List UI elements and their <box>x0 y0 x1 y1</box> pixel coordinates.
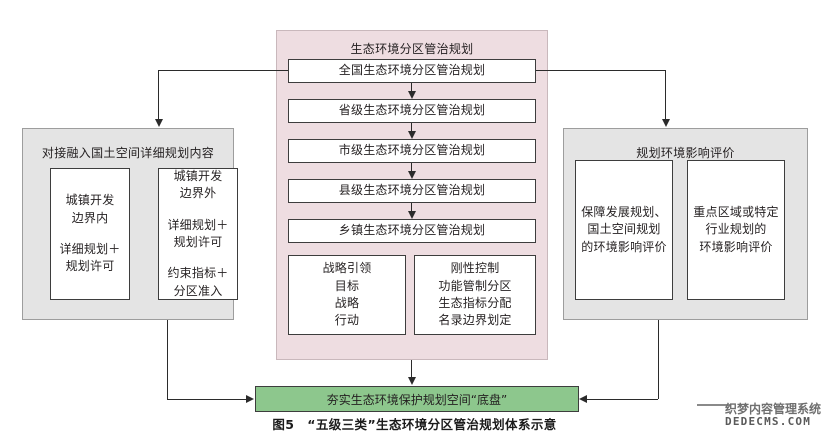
box-line: 边界内 <box>71 210 109 225</box>
category-line: 生态指标分配 <box>438 296 512 310</box>
arrowhead-county-to-township <box>408 211 416 219</box>
category-box-rigid-control[interactable]: 刚性控制 功能管制分区 生态指标分配 名录边界划定 <box>414 255 536 335</box>
level-box-provincial[interactable]: 省级生态环境分区管治规划 <box>288 99 536 123</box>
category-box-strategic-guidance-lines: 战略引领 目标 战略 行动 <box>289 260 405 330</box>
left-box-inside-urban-boundary-lines: 城镇开发 边界内 详细规划＋ 规划许可 <box>51 192 129 276</box>
connector-national-to-right-v <box>665 70 666 120</box>
arrowhead-provincial-to-municipal <box>408 131 416 139</box>
connector-right-to-outcome-v <box>658 320 659 399</box>
box-line: 国土空间规划 <box>587 222 661 237</box>
right-panel-title: 规划环境影响评价 <box>636 146 735 160</box>
level-box-municipal-label: 市级生态环境分区管治规划 <box>338 143 486 158</box>
connector-national-to-left-h <box>158 70 288 71</box>
right-box-development-plan-eia[interactable]: 保障发展规划、 国土空间规划 的环境影响评价 <box>575 160 673 300</box>
category-line: 功能管制分区 <box>438 278 512 293</box>
box-line: 的环境影响评价 <box>581 239 667 254</box>
arrowhead-municipal-to-county <box>408 171 416 179</box>
right-box-key-area-sector-eia[interactable]: 重点区域或特定 行业规划的 环境影响评价 <box>687 160 785 300</box>
box-line: 边界外 <box>179 186 217 201</box>
arrowhead-right-to-outcome <box>579 395 587 403</box>
category-line: 名录边界划定 <box>438 313 512 328</box>
category-box-rigid-control-lines: 刚性控制 功能管制分区 生态指标分配 名录边界划定 <box>415 260 535 330</box>
category-line: 战略引领 <box>322 261 372 276</box>
category-line: 目标 <box>334 278 360 293</box>
level-box-national[interactable]: 全国生态环境分区管治规划 <box>288 59 536 83</box>
box-line: 环境影响评价 <box>699 239 773 254</box>
box-line: 行业规划的 <box>705 222 767 237</box>
arrowhead-national-to-right <box>662 119 670 127</box>
figure-caption: 图5 “五级三类”生态环境分区管治规划体系示意 <box>272 417 557 432</box>
level-box-provincial-label: 省级生态环境分区管治规划 <box>338 103 486 118</box>
level-box-national-label: 全国生态环境分区管治规划 <box>338 63 486 78</box>
box-line: 规划许可 <box>65 259 115 274</box>
left-box-outside-urban-boundary[interactable]: 城镇开发 边界外 详细规划＋ 规划许可 约束指标＋ 分区准入 <box>158 168 238 300</box>
category-line: 刚性控制 <box>450 261 500 276</box>
box-line: 详细规划＋ <box>59 242 121 256</box>
box-line: 城镇开发 <box>65 193 115 208</box>
category-line: 战略 <box>334 296 360 310</box>
right-box-key-area-sector-eia-lines: 重点区域或特定 行业规划的 环境影响评价 <box>688 204 784 256</box>
level-box-township-label: 乡镇生态环境分区管治规划 <box>338 223 486 238</box>
connector-national-to-left-v <box>158 70 159 120</box>
outcome-box[interactable]: 夯实生态环境保护规划空间“底盘” <box>255 386 579 412</box>
center-panel-title: 生态环境分区管治规划 <box>350 42 474 56</box>
box-line: 约束指标＋ <box>167 266 229 281</box>
box-line: 详细规划＋ <box>167 217 229 232</box>
box-line: 保障发展规划、 <box>581 204 667 219</box>
connector-national-to-provincial <box>411 83 412 92</box>
box-line: 重点区域或特定 <box>693 204 779 219</box>
connector-left-to-outcome-h <box>167 399 247 400</box>
connector-right-to-outcome-h <box>587 399 658 400</box>
left-box-outside-urban-boundary-lines: 城镇开发 边界外 详细规划＋ 规划许可 约束指标＋ 分区准入 <box>159 168 237 300</box>
connector-municipal-to-county <box>411 163 412 172</box>
box-spacer <box>53 227 127 241</box>
connector-county-to-township <box>411 203 412 212</box>
outcome-box-label: 夯实生态环境保护规划空间“底盘” <box>326 392 508 407</box>
box-spacer <box>161 251 235 265</box>
arrowhead-national-to-left <box>155 119 163 127</box>
left-panel-title: 对接融入国土空间详细规划内容 <box>41 146 215 160</box>
watermark-rule <box>697 404 731 406</box>
box-spacer <box>161 203 235 217</box>
level-box-township[interactable]: 乡镇生态环境分区管治规划 <box>288 219 536 243</box>
box-line: 分区准入 <box>173 283 223 298</box>
left-box-inside-urban-boundary[interactable]: 城镇开发 边界内 详细规划＋ 规划许可 <box>50 168 130 300</box>
box-line: 规划许可 <box>173 235 223 249</box>
arrowhead-national-to-provincial <box>408 91 416 99</box>
connector-center-to-outcome <box>411 360 412 378</box>
arrowhead-center-to-outcome <box>408 377 416 385</box>
connector-left-to-outcome-v <box>167 320 168 399</box>
right-box-development-plan-eia-lines: 保障发展规划、 国土空间规划 的环境影响评价 <box>576 204 672 256</box>
category-box-strategic-guidance[interactable]: 战略引领 目标 战略 行动 <box>288 255 406 335</box>
level-box-county[interactable]: 县级生态环境分区管治规划 <box>288 179 536 203</box>
level-box-county-label: 县级生态环境分区管治规划 <box>338 183 486 198</box>
connector-national-to-right-h <box>536 70 666 71</box>
box-line: 城镇开发 <box>173 168 223 183</box>
level-box-municipal[interactable]: 市级生态环境分区管治规划 <box>288 139 536 163</box>
connector-provincial-to-municipal <box>411 123 412 132</box>
arrowhead-left-to-outcome <box>246 395 254 403</box>
category-line: 行动 <box>334 313 360 328</box>
